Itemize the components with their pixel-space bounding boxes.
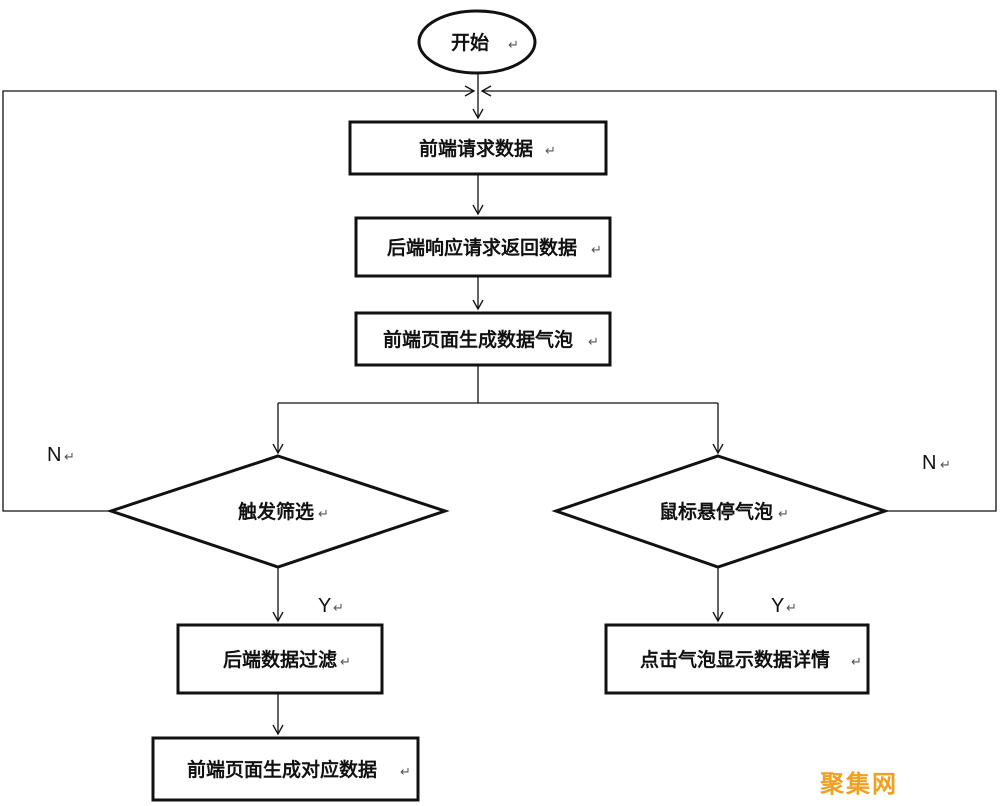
process-frontend-request [348, 120, 608, 176]
process-backend-return [354, 216, 612, 278]
start-terminal [417, 9, 537, 75]
paragraph-mark: ↵ [333, 601, 344, 616]
backend-return-label: 后端响应请求返回数据 [387, 236, 577, 259]
paragraph-mark: ↵ [851, 655, 862, 670]
hover-yes-label: Y [771, 595, 784, 617]
paragraph-mark: ↵ [400, 765, 411, 780]
paragraph-mark: ↵ [318, 507, 329, 522]
paragraph-mark: ↵ [588, 335, 599, 350]
watermark-logo: 聚集网 [819, 770, 898, 798]
paragraph-mark: ↵ [940, 458, 951, 473]
edge-filter-no-loop [2, 85, 476, 512]
frontend-generate-label: 前端页面生成对应数据 [187, 758, 377, 781]
frontend-request-label: 前端请求数据 [419, 137, 533, 160]
click-details-label: 点击气泡显示数据详情 [640, 648, 830, 671]
paragraph-mark: ↵ [545, 144, 556, 159]
mouse-hover-label: 鼠标悬停气泡 [659, 500, 773, 523]
process-frontend-bubbles [354, 311, 612, 367]
frontend-bubbles-label: 前端页面生成数据气泡 [383, 328, 573, 351]
paragraph-mark: ↵ [778, 507, 789, 522]
paragraph-mark: ↵ [340, 655, 351, 670]
hover-no-label: N [922, 452, 936, 474]
trigger-filter-label: 触发筛选 [238, 500, 314, 523]
start-label: 开始 [451, 31, 489, 54]
edge-hover-no-loop [480, 85, 997, 512]
paragraph-mark: ↵ [591, 243, 602, 258]
process-backend-filter [176, 623, 384, 695]
backend-filter-label: 后端数据过滤 [223, 648, 337, 671]
process-click-details [604, 623, 870, 695]
filter-no-label: N [47, 444, 61, 466]
paragraph-mark: ↵ [786, 601, 797, 616]
paragraph-mark: ↵ [508, 38, 519, 53]
process-frontend-generate [151, 736, 420, 802]
filter-yes-label: Y [318, 595, 331, 617]
paragraph-mark: ↵ [64, 450, 75, 465]
